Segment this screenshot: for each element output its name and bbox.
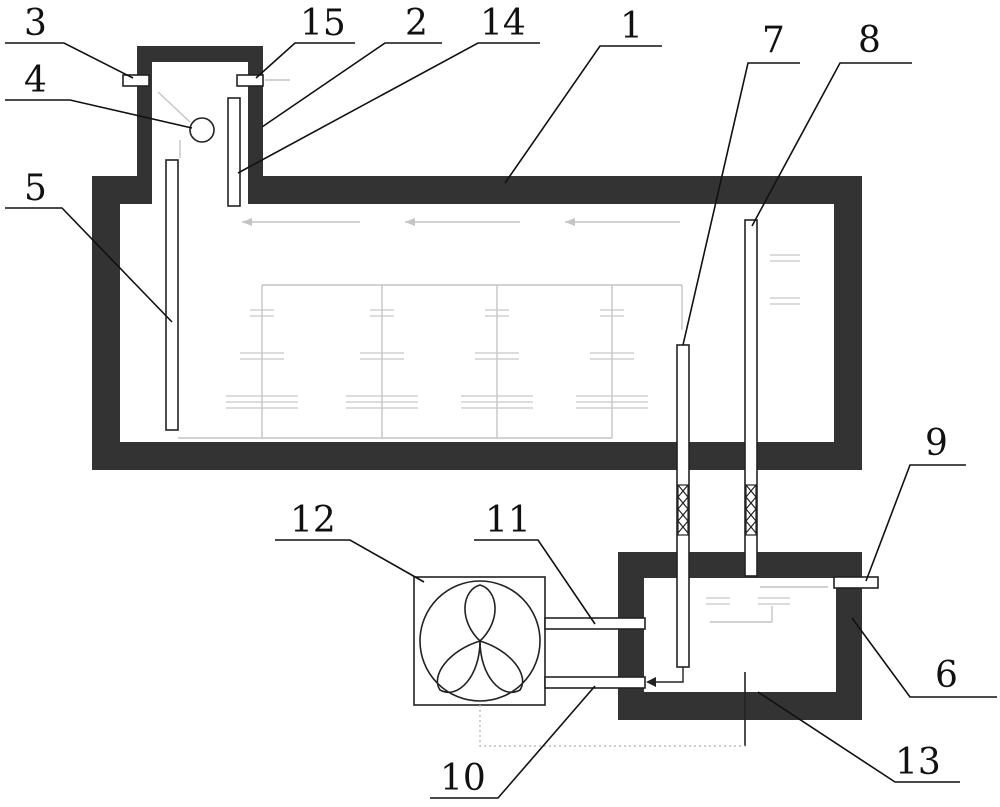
main-tank-interior bbox=[120, 204, 834, 442]
label-8: 8 bbox=[858, 20, 881, 61]
pipe-10 bbox=[544, 676, 646, 689]
bubble-icon bbox=[706, 597, 790, 605]
pipe-8 bbox=[744, 219, 758, 577]
bubble-icon bbox=[770, 254, 800, 305]
lower-chamber-interior bbox=[644, 578, 836, 692]
label-1: 1 bbox=[620, 6, 643, 47]
top-flow-arrows bbox=[242, 218, 680, 226]
label-5: 5 bbox=[24, 168, 47, 209]
bubble-icon bbox=[346, 309, 418, 409]
flow-arrow-icon bbox=[652, 667, 684, 683]
label-4: 4 bbox=[24, 60, 47, 101]
pipe-14 bbox=[227, 97, 241, 207]
bubble-icon bbox=[226, 309, 298, 409]
flow-arrow-icon bbox=[646, 677, 656, 687]
left-port bbox=[122, 74, 150, 87]
label-9: 9 bbox=[925, 423, 948, 464]
fan-unit bbox=[413, 576, 546, 706]
label-texts: 3 15 2 14 1 7 8 4 5 9 12 11 6 10 13 bbox=[24, 3, 958, 799]
label-6: 6 bbox=[935, 655, 958, 696]
outlet-port-9 bbox=[833, 576, 879, 589]
label-7: 7 bbox=[762, 20, 785, 61]
flow-arrow-icon bbox=[565, 218, 575, 226]
label-13: 13 bbox=[895, 742, 941, 783]
lower-chamber bbox=[618, 552, 879, 746]
bubble-icon bbox=[576, 309, 648, 409]
right-port bbox=[236, 74, 264, 87]
leader-lines bbox=[5, 42, 997, 799]
sensor-ball-icon bbox=[189, 117, 215, 143]
label-11: 11 bbox=[485, 500, 531, 541]
bubble-icon bbox=[461, 309, 533, 409]
flow-arrow-icon bbox=[157, 91, 191, 123]
flow-arrow-icon bbox=[405, 218, 415, 226]
flow-arrow-icon bbox=[242, 218, 252, 226]
main-tank bbox=[92, 176, 862, 470]
label-2: 2 bbox=[405, 3, 428, 44]
control-line bbox=[479, 705, 745, 747]
label-14: 14 bbox=[480, 3, 526, 44]
label-10: 10 bbox=[440, 758, 486, 799]
aeration-grid bbox=[178, 254, 800, 439]
pipe-5 bbox=[165, 159, 179, 431]
pipe-7 bbox=[676, 344, 690, 668]
label-3: 3 bbox=[24, 3, 47, 44]
label-15: 15 bbox=[300, 3, 346, 44]
label-12: 12 bbox=[290, 500, 336, 541]
